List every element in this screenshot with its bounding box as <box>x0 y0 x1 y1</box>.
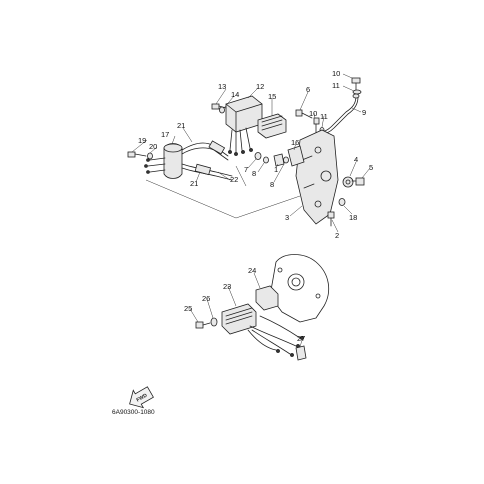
clip-27 <box>295 345 307 361</box>
coil-bracket-24 <box>255 285 279 311</box>
callout-11-mid: 11 <box>320 112 328 121</box>
ignition-coil-17 <box>144 143 183 179</box>
grommet-8a <box>263 156 269 164</box>
grommet-8b <box>283 156 289 164</box>
callout-24: 24 <box>248 266 256 275</box>
bracket-3 <box>295 129 339 225</box>
callout-4: 4 <box>354 155 358 164</box>
cdi-unit-12 <box>225 95 263 156</box>
wire-harness <box>247 315 304 357</box>
callout-10-mid: 10 <box>309 109 317 118</box>
callout-3: 3 <box>285 213 289 222</box>
callout-20: 20 <box>149 142 157 151</box>
clamp-7 <box>254 152 262 160</box>
callout-8-right: 8 <box>270 180 274 189</box>
bolt-2 <box>327 211 335 227</box>
callout-27: 27 <box>297 334 305 343</box>
callout-16: 16 <box>291 138 299 147</box>
callout-2: 2 <box>335 231 339 240</box>
callout-8-left: 8 <box>252 169 256 178</box>
bolt-25 <box>195 321 211 329</box>
bolt-6 <box>295 109 313 119</box>
callout-18: 18 <box>349 213 357 222</box>
callout-15: 15 <box>268 92 276 101</box>
callout-26: 26 <box>202 294 210 303</box>
callout-13: 13 <box>218 82 226 91</box>
bolt-19 <box>127 151 147 158</box>
collar-4 <box>342 176 354 188</box>
callout-10-top: 10 <box>332 69 340 78</box>
rectifier-15 <box>257 113 287 139</box>
fwd-label: FWD <box>136 392 149 403</box>
diagram-code: 6A90300-1080 <box>112 409 155 416</box>
reference-lines <box>145 165 301 219</box>
callout-12: 12 <box>256 82 264 91</box>
washer-26 <box>210 317 218 327</box>
callout-22: 22 <box>230 175 238 184</box>
washer-18 <box>338 198 346 206</box>
callout-7: 7 <box>244 165 248 174</box>
plug-lead-21-lower <box>181 163 233 181</box>
washer-20 <box>147 152 153 160</box>
callout-9: 9 <box>362 108 366 117</box>
bolt-10-top <box>351 77 361 91</box>
callout-1: 1 <box>274 165 278 174</box>
callout-6: 6 <box>306 85 310 94</box>
fwd-arrow-icon: FWD <box>129 386 154 409</box>
bracket-16 <box>287 145 305 167</box>
plug-lead-21-upper <box>181 140 229 161</box>
callout-23: 23 <box>223 282 231 291</box>
callout-11-top: 11 <box>332 81 340 90</box>
callout-5: 5 <box>369 163 373 172</box>
callout-17: 17 <box>161 130 169 139</box>
callout-25: 25 <box>184 304 192 313</box>
washer-11-top <box>352 89 362 95</box>
callout-19: 19 <box>138 136 146 145</box>
plate-24 <box>269 254 330 323</box>
bolt-5 <box>351 177 365 186</box>
regulator-23 <box>221 303 257 335</box>
callout-labels: 10 11 9 13 12 14 15 6 10 11 21 17 19 20 … <box>138 69 373 343</box>
collar-14 <box>219 106 225 114</box>
callout-14: 14 <box>231 90 239 99</box>
leader-lines <box>131 73 371 348</box>
callout-21-upper: 21 <box>177 121 185 130</box>
callout-21-lower: 21 <box>190 179 198 188</box>
